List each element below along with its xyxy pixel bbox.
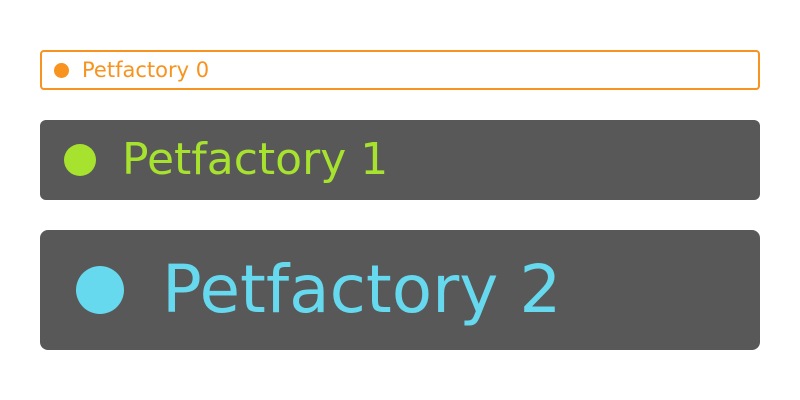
- item-label: Petfactory 2: [162, 251, 562, 328]
- item-label: Petfactory 1: [122, 134, 389, 185]
- status-dot-icon: [76, 266, 124, 314]
- petfactory-item-1[interactable]: Petfactory 1: [40, 120, 760, 200]
- item-label: Petfactory 0: [82, 57, 210, 82]
- petfactory-item-0[interactable]: Petfactory 0: [40, 50, 760, 90]
- status-dot-icon: [54, 62, 69, 78]
- petfactory-item-2[interactable]: Petfactory 2: [40, 230, 760, 350]
- status-dot-icon: [64, 144, 96, 176]
